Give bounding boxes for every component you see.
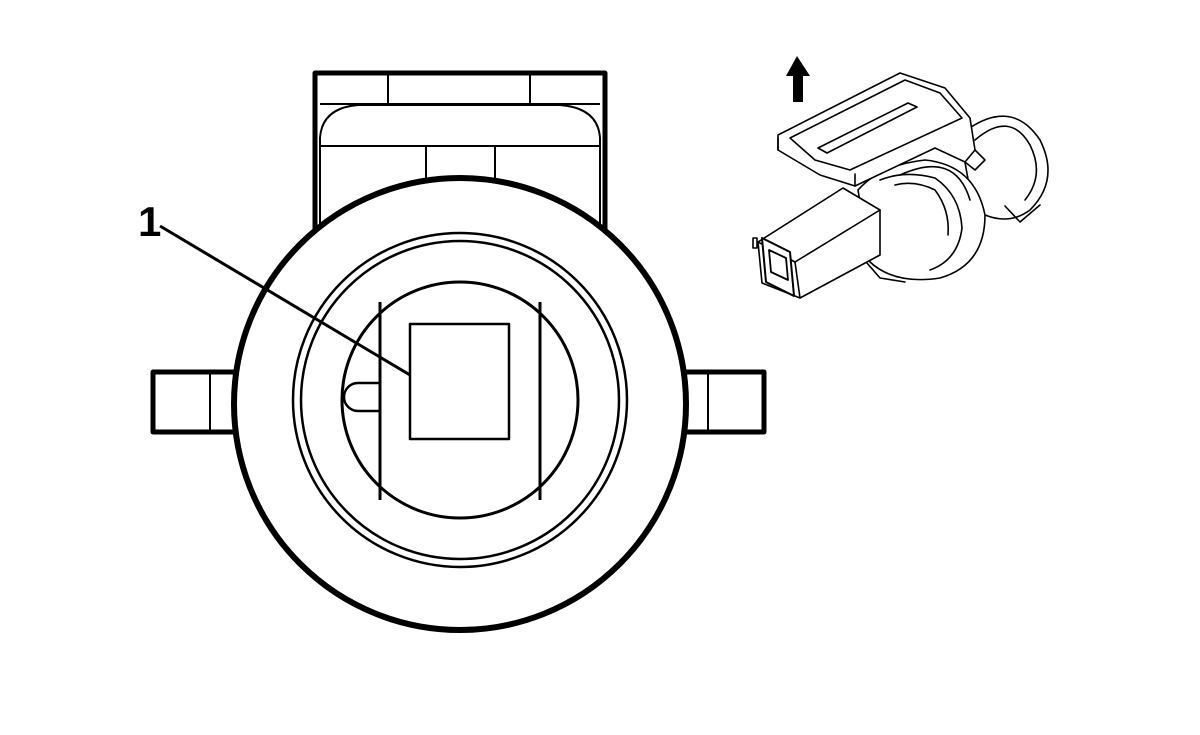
middle-seal-ring: [299, 239, 621, 561]
arrow-up-icon: [786, 56, 810, 102]
left-mounting-tab: [150, 369, 240, 435]
terminal-pin: [408, 322, 511, 441]
outer-seal-ring: [291, 231, 629, 569]
callout-label-1: 1: [138, 198, 161, 245]
connector-face-view: [150, 70, 767, 633]
right-mounting-tab: [682, 369, 767, 435]
inner-cavity-ring: [340, 280, 580, 520]
callout-leader-line: [159, 224, 411, 377]
terminal-cavity-walls: [378, 302, 542, 500]
latch-housing: [312, 70, 608, 240]
connector-3d-icon: [752, 72, 1049, 299]
locating-key-notch: [342, 381, 380, 413]
outer-body-ring: [231, 175, 689, 633]
